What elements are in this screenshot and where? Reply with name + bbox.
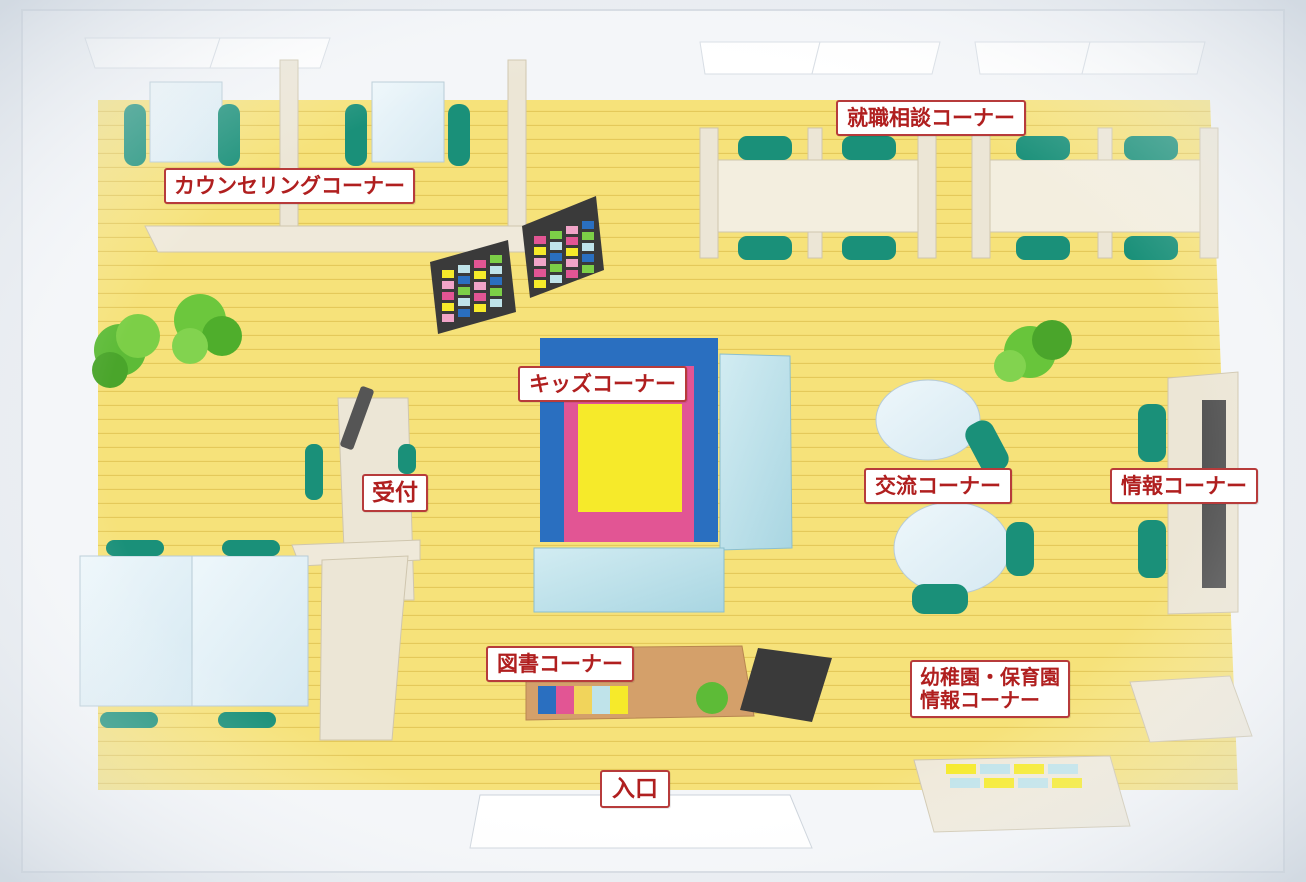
board-card xyxy=(550,242,562,250)
board-card xyxy=(534,258,546,266)
board-card xyxy=(474,271,486,279)
board-card xyxy=(582,265,594,273)
board-card xyxy=(534,236,546,244)
board-card xyxy=(582,243,594,251)
board-card xyxy=(458,287,470,295)
board-card xyxy=(582,254,594,262)
board-card xyxy=(458,265,470,273)
board-card xyxy=(474,293,486,301)
board-card xyxy=(442,314,454,322)
board-card xyxy=(442,281,454,289)
board-card xyxy=(566,259,578,267)
counseling-corner-label: カウンセリングコーナー xyxy=(164,168,415,205)
left-desk-area xyxy=(79,540,309,728)
book-corner-label: 図書コーナー xyxy=(486,646,634,683)
entrance-label: 入口 xyxy=(600,770,670,809)
board-card xyxy=(490,255,502,263)
board-card xyxy=(490,299,502,307)
chair-icon xyxy=(738,136,792,160)
board-card xyxy=(458,309,470,317)
kids-corner-label: キッズコーナー xyxy=(518,366,687,403)
chair-icon xyxy=(1124,236,1178,260)
board-card xyxy=(534,280,546,288)
chair-icon xyxy=(842,136,896,160)
board-card xyxy=(458,276,470,284)
board-card xyxy=(566,270,578,278)
board-card xyxy=(474,260,486,268)
board-card xyxy=(474,304,486,312)
board-card xyxy=(582,232,594,240)
board-card xyxy=(566,237,578,245)
kindergarten-label-line1: 幼稚園・保育園 xyxy=(920,665,1060,689)
board-card xyxy=(550,231,562,239)
board-card xyxy=(442,292,454,300)
chair-icon xyxy=(738,236,792,260)
board-card xyxy=(534,269,546,277)
board-card xyxy=(442,303,454,311)
board-card xyxy=(566,248,578,256)
board-card xyxy=(490,266,502,274)
exchange-corner-label: 交流コーナー xyxy=(864,468,1012,505)
chair-icon xyxy=(1016,136,1070,160)
kindergarten-info-corner-label: 幼稚園・保育園 情報コーナー xyxy=(910,660,1070,718)
reception-label: 受付 xyxy=(362,474,428,513)
board-card xyxy=(474,282,486,290)
board-card xyxy=(458,298,470,306)
board-card xyxy=(582,221,594,229)
chair-icon xyxy=(1124,136,1178,160)
job-consultation-corner-label: 就職相談コーナー xyxy=(836,100,1026,137)
board-card xyxy=(550,275,562,283)
board-card xyxy=(550,264,562,272)
board-card xyxy=(442,270,454,278)
chair-icon xyxy=(1016,236,1070,260)
board-card xyxy=(534,247,546,255)
board-card xyxy=(550,253,562,261)
board-card xyxy=(566,226,578,234)
board-card xyxy=(490,288,502,296)
chair-icon xyxy=(842,236,896,260)
kindergarten-label-line2: 情報コーナー xyxy=(920,688,1040,712)
information-corner-label: 情報コーナー xyxy=(1110,468,1258,505)
board-card xyxy=(490,277,502,285)
